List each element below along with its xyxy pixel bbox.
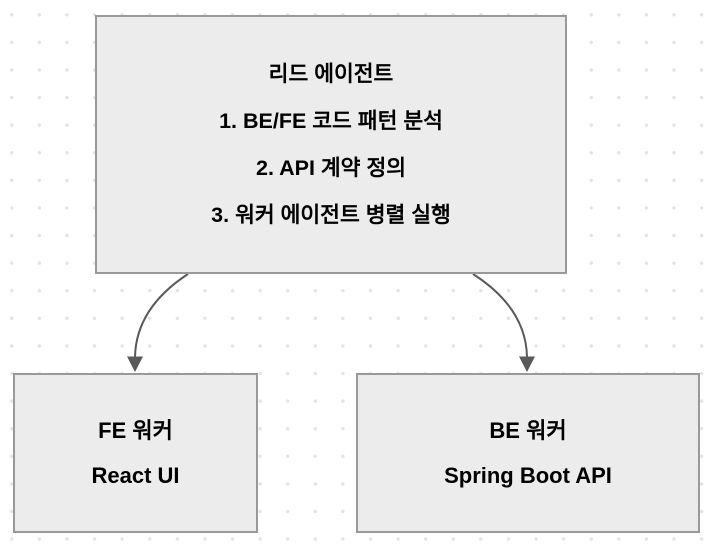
edge-lead-to-be-worker[interactable]: [472, 273, 535, 372]
lead-agent-step-3: 3. 워커 에이전트 병렬 실행: [211, 202, 451, 227]
lead-agent-title: 리드 에이전트: [268, 61, 394, 86]
arrowhead-down-icon: [127, 356, 143, 372]
arrowhead-down-icon: [519, 356, 535, 372]
fe-worker-subtitle: React UI: [91, 463, 180, 488]
edge-lead-to-fe-worker[interactable]: [127, 273, 189, 372]
lead-agent-step-1: 1. BE/FE 코드 패턴 분석: [219, 108, 443, 133]
node-fe-worker[interactable]: FE 워커 React UI: [13, 373, 258, 533]
lead-agent-step-2: 2. API 계약 정의: [255, 155, 406, 180]
fe-worker-title: FE 워커: [98, 418, 173, 443]
be-worker-subtitle: Spring Boot API: [444, 463, 612, 488]
node-be-worker[interactable]: BE 워커 Spring Boot API: [356, 373, 700, 533]
node-lead-agent[interactable]: 리드 에이전트 1. BE/FE 코드 패턴 분석 2. API 계약 정의 3…: [95, 15, 567, 274]
be-worker-title: BE 워커: [489, 418, 567, 443]
